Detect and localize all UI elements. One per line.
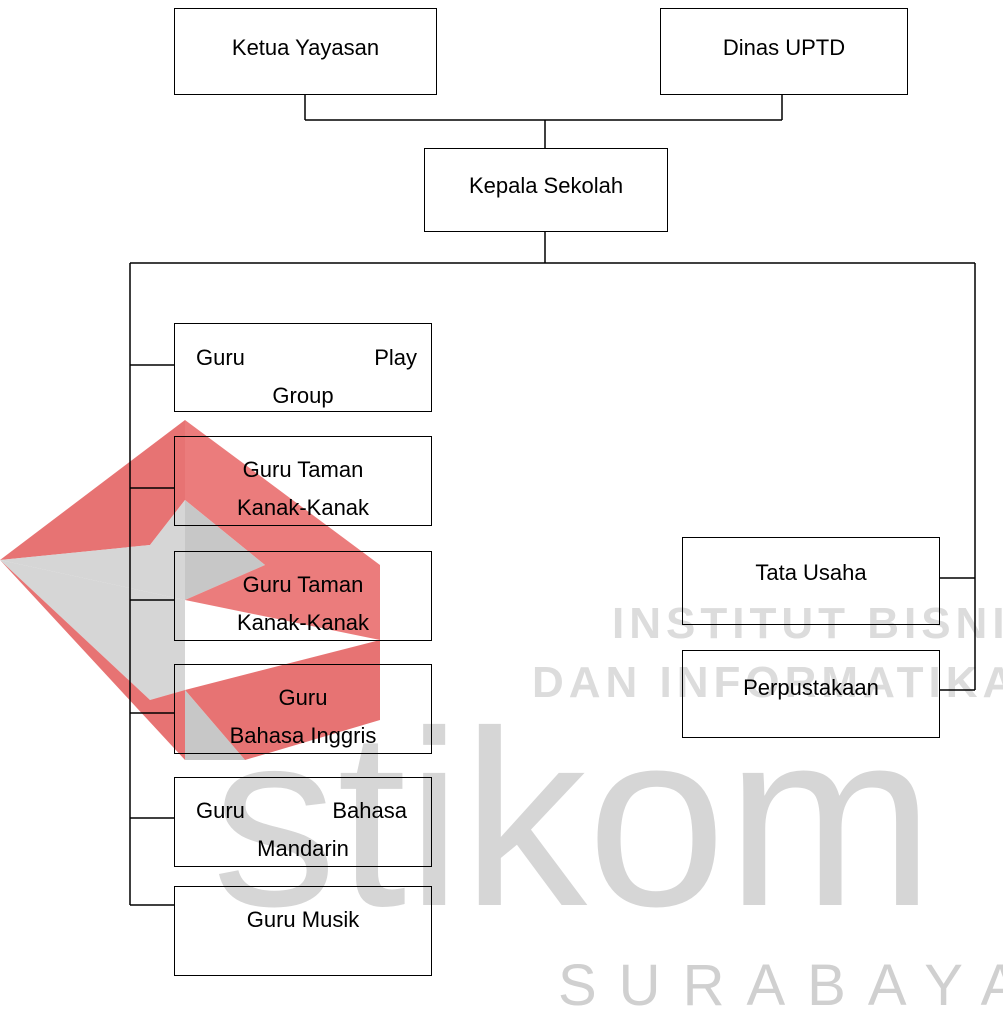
watermark-institut-text: INSTITUT BISNIS: [612, 599, 1003, 648]
node-label: Ketua Yayasan: [231, 35, 380, 60]
node-label-line2: Bahasa Inggris: [229, 723, 377, 748]
node-guru-musik: Guru Musik: [174, 886, 432, 976]
watermark-surabaya-text: SURABAYA: [558, 953, 1003, 1011]
node-label-line1a: Guru: [196, 345, 245, 370]
node-kepala-sekolah: Kepala Sekolah: [424, 148, 668, 232]
node-label-line1a: Guru: [196, 798, 245, 823]
node-label-line2: Mandarin: [257, 836, 349, 861]
node-dinas-uptd: Dinas UPTD: [660, 8, 908, 95]
node-label-line1: Guru: [278, 685, 328, 710]
node-label: Guru Musik: [246, 907, 360, 932]
node-guru-taman-kanak-kanak-2: Guru Taman Kanak-Kanak: [174, 551, 432, 641]
node-guru-play-group: Guru Play Group: [174, 323, 432, 412]
node-perpustakaan: Perpustakaan: [682, 650, 940, 738]
node-label-line1: Guru Taman: [242, 572, 364, 597]
node-label: Tata Usaha: [755, 560, 867, 585]
node-label: Dinas UPTD: [722, 35, 846, 60]
node-label-line1b: Play: [374, 345, 417, 370]
node-label: Perpustakaan: [743, 675, 879, 700]
node-label-line1: Guru Taman: [242, 457, 364, 482]
watermark-logo-diamond: [0, 420, 380, 760]
node-label-line1b: Bahasa: [332, 798, 407, 823]
node-guru-taman-kanak-kanak-1: Guru Taman Kanak-Kanak: [174, 436, 432, 526]
node-label-line2: Kanak-Kanak: [236, 495, 370, 520]
watermark-informatika-text: DAN INFORMATIKA: [532, 658, 1003, 707]
node-label: Kepala Sekolah: [468, 173, 624, 198]
node-label-line2: Group: [272, 383, 334, 408]
watermark-stikom-logo: stikom: [212, 679, 934, 958]
node-guru-bahasa-mandarin: Guru Bahasa Mandarin: [174, 777, 432, 867]
node-label-line2: Kanak-Kanak: [236, 610, 370, 635]
node-ketua-yayasan: Ketua Yayasan: [174, 8, 437, 95]
node-tata-usaha: Tata Usaha: [682, 537, 940, 625]
node-guru-bahasa-inggris: Guru Bahasa Inggris: [174, 664, 432, 754]
